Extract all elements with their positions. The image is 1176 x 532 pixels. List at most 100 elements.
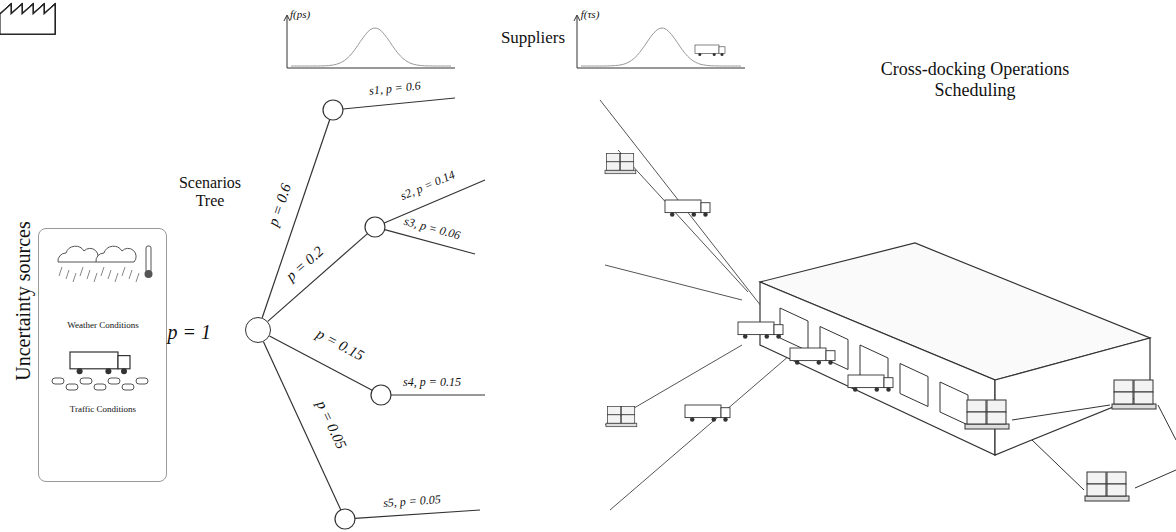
carton — [967, 412, 986, 424]
pallet-icon — [1112, 380, 1156, 409]
carton — [621, 415, 634, 423]
tree-node-circle — [371, 385, 391, 405]
plot-axis — [577, 68, 745, 69]
cloud — [58, 246, 98, 262]
leader-line — [605, 265, 742, 300]
truck-trailer — [70, 352, 118, 369]
car — [66, 384, 78, 390]
dock-door — [900, 364, 928, 407]
pallet-icon — [965, 400, 1009, 429]
tree-title: Scenarios Tree — [171, 174, 249, 211]
wheel — [77, 368, 83, 374]
heading-text: Uncertainty sources — [12, 221, 35, 380]
leader-line — [600, 100, 772, 320]
wheel — [743, 334, 748, 339]
scenario-label: s2, p = 0.14 — [399, 168, 458, 203]
wheel — [712, 417, 717, 422]
cloud — [96, 246, 136, 262]
path-shape — [0, 4, 55, 34]
leader-line — [94, 273, 97, 282]
path-shape — [0, 4, 55, 34]
branch-probability: p = 0.15 — [313, 325, 366, 364]
plot-axis-label: f(ps) — [290, 8, 310, 21]
pallet-icon — [1085, 472, 1129, 501]
carton — [607, 415, 620, 423]
carton — [606, 153, 619, 161]
leader-line — [1158, 405, 1176, 440]
uncertainty-box: Uncertainty sourcesWeather ConditionsTra… — [38, 228, 167, 482]
truck-cab — [118, 356, 130, 369]
wheel — [853, 387, 858, 392]
wheel — [703, 212, 708, 217]
truck-trailer — [848, 375, 884, 388]
wheel — [875, 387, 880, 392]
leader-line — [101, 267, 104, 276]
truck-cab — [701, 203, 710, 213]
path-shape — [0, 4, 55, 34]
plot-axis — [284, 15, 290, 21]
carton — [987, 400, 1006, 412]
wheel — [828, 360, 833, 365]
column-title: Suppliers — [501, 28, 565, 48]
carton — [1134, 380, 1153, 392]
pallet-base — [1112, 404, 1156, 409]
node-text: p = 1 — [168, 321, 212, 344]
leader-line — [1012, 405, 1110, 420]
truck-cab — [719, 47, 725, 54]
wheel — [713, 53, 716, 56]
truck-trailer — [695, 45, 719, 53]
car — [136, 378, 148, 384]
node-text: Weather Conditions — [67, 320, 139, 330]
scenario-label: s1, p = 0.6 — [369, 79, 422, 98]
building-front — [760, 282, 995, 455]
leader-line — [129, 270, 132, 279]
plot-axis — [287, 16, 288, 68]
wheel — [105, 368, 111, 374]
dock-door — [940, 382, 968, 425]
carton — [620, 162, 633, 170]
truck-icon — [738, 322, 783, 339]
leader-line — [136, 273, 139, 282]
gaussian-curve — [581, 28, 741, 66]
leader-line — [268, 234, 368, 322]
truck-cab — [721, 408, 730, 418]
carton — [967, 400, 986, 412]
gaussian-curve — [291, 28, 451, 66]
carton — [1114, 380, 1133, 392]
plot-axis — [574, 15, 580, 21]
wheel — [776, 334, 781, 339]
wheel — [721, 53, 724, 56]
leader-line — [1135, 470, 1176, 488]
leader-line — [66, 270, 69, 279]
wheel — [723, 417, 728, 422]
wheel — [817, 360, 822, 365]
wheel — [690, 417, 695, 422]
truck-icon — [848, 375, 893, 392]
leader-line — [391, 394, 485, 395]
truck-trailer — [665, 200, 701, 213]
leader-line — [610, 355, 790, 510]
carton — [1087, 472, 1106, 484]
truck-cab — [826, 351, 835, 361]
carton — [620, 153, 633, 161]
wheel — [121, 368, 127, 374]
truck-icon — [790, 348, 835, 365]
plot-axis — [577, 16, 578, 68]
leader-line — [108, 270, 111, 279]
tree-node-circle — [365, 217, 385, 237]
carton — [621, 406, 634, 414]
truck-icon — [70, 352, 130, 374]
pallet-base — [965, 424, 1009, 429]
scenario-label: s3, p = 0.06 — [402, 215, 461, 243]
dock-door — [780, 308, 808, 351]
tree-node-circle — [323, 100, 343, 120]
wheel — [765, 334, 770, 339]
leader-line — [115, 273, 118, 282]
section-title: Cross-docking Operations Scheduling — [865, 59, 1085, 100]
car — [108, 378, 120, 384]
leader-line — [73, 273, 76, 282]
truck-trailer — [685, 405, 721, 418]
scenario-label: s4, p = 0.15 — [403, 376, 461, 390]
truck-icon — [695, 45, 725, 56]
pallet-base — [605, 170, 636, 174]
